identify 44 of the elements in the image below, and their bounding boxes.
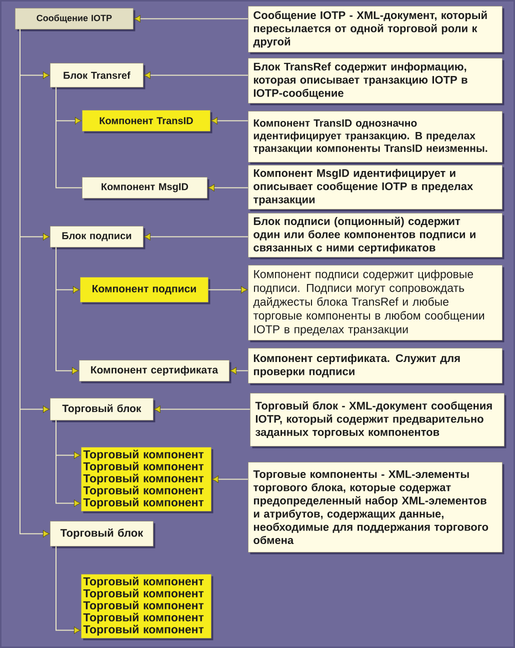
component-label: Торговый компонент [83,486,204,497]
component-label: Торговый компонент [83,450,204,461]
component-label: Торговый компонент [83,588,204,600]
description-box: Компонент сертификата. Служит для проверки подписи [248,348,504,386]
block-box: Сообщение IOTP [15,8,136,32]
connector-arrow [144,72,248,79]
connector-arrow [208,184,248,192]
block-box: Торговый блок [50,521,156,548]
connector-arrow [56,246,79,374]
connector-arrow [210,117,248,124]
block-box: Компонент сертификата [79,360,232,384]
component-box: Компонент подписи [80,277,210,304]
block-box: Блок подписи [50,226,146,250]
component-label: Торговый компонент [83,576,204,588]
connector-arrow [56,420,81,507]
description-box: Сообщение IOTP - XML-документ, который пересылается от одной торговой роли к другой [248,6,504,54]
block-box: Торговый блок [50,398,156,422]
component-group-box [81,447,214,514]
description-box: Блок подписи (опционный) содержит один или более компонентов подписи и связанных с ними сертификатов [248,213,504,260]
connector-arrow [230,367,248,374]
connector-arrow [144,233,248,240]
connector-line [56,86,82,188]
description-box: Компонент MsgID идентифицирует и описывает сообщение IOTP в пределах транзакции [248,165,504,212]
component-group-box [81,574,214,640]
description-box: Блок TransRef содержит информацию, которая описывает транзакцию IOTP в IOTP-сообщение [248,58,504,106]
component-label: Торговый компонент [83,612,204,624]
component-box: Компонент TransID [82,110,212,134]
component-label: Торговый компонент [83,462,204,473]
connector-arrow [212,476,248,483]
component-label: Торговый компонент [83,474,204,485]
description-box: Компонент TransID однозначно идентифицирует транзакцию. В пределах транзакции компоненты TransID неизменны. [248,111,504,164]
description-box: Торговые компоненты - XML-элементы торгового блока, которые содержат предопределенный набор XML-элементов и атрибутов, содержащих данные, необходимые для поддержания торгового обмена [248,462,504,554]
block-box: Компонент MsgID [82,177,210,200]
block-box: Блок Transref [50,63,146,90]
connector-arrow [20,28,50,538]
component-label: Торговый компонент [83,624,204,636]
connector-arrow [208,286,248,294]
component-label: Торговый компонент [83,498,204,509]
connector-arrow [134,15,248,22]
description-box: Компонент подписи содержит цифровые подписи. Подписи могут сопровождать дайджесты блока TransRef и любые торговые компоненты в любом сообщении IOTP в пределах транзакции [248,265,504,342]
component-label: Торговый компонент [83,600,204,612]
connector-arrow [56,546,81,634]
description-box: Торговый блок - XML-документ сообщения IOTP, который содержит предварительно заданных торговых компонентов [250,393,506,448]
connector-arrow [154,406,250,413]
